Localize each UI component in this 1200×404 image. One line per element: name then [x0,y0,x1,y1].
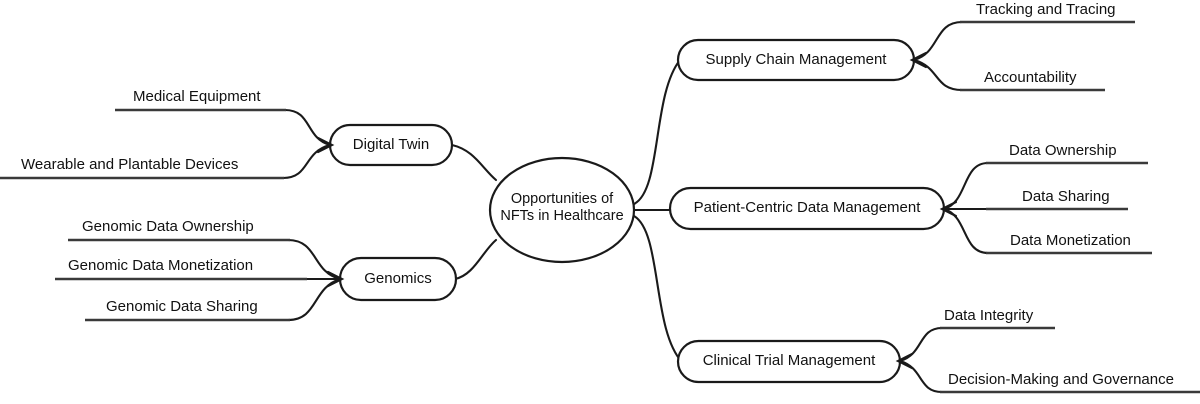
root-node-shape[interactable] [488,156,636,264]
edge-supply-chain-tracking [912,20,964,62]
leaf-decision-making-and-governance[interactable]: Decision-Making and Governance [948,371,1174,388]
node-supply-chain-shape[interactable] [676,38,916,82]
node-clinical-trial-shape[interactable] [676,339,902,384]
edge-clinical-trial-data-integrity [898,326,944,363]
leaf-genomic-data-sharing[interactable]: Genomic Data Sharing [106,298,258,315]
edge-genomics-data-ownership [286,238,342,281]
leaf-data-ownership[interactable]: Data Ownership [1009,142,1117,159]
edge-clinical-trial-decision-making [898,359,944,394]
leaf-data-monetization[interactable]: Data Monetization [1010,232,1131,249]
arrowhead-clinical-trial [895,352,914,370]
edge-root-to-supply-chain [632,58,682,206]
leaf-data-sharing[interactable]: Data Sharing [1022,188,1110,205]
leaf-data-integrity[interactable]: Data Integrity [944,307,1034,324]
edge-genomics-data-sharing [286,277,342,322]
node-digital-twin-shape[interactable] [328,123,454,167]
edge-root-to-digital-twin [450,143,498,182]
leaf-wearable-plantable-devices[interactable]: Wearable and Plantable Devices [21,156,239,173]
leaf-medical-equipment[interactable]: Medical Equipment [133,88,261,105]
edge-digital-twin-medical-equipment [283,108,332,147]
edge-root-to-clinical-trial [632,214,684,364]
arrowhead-genomics [326,270,345,288]
leaf-accountability[interactable]: Accountability [984,69,1077,86]
node-patient-centric-shape[interactable] [668,186,946,231]
node-genomics-shape[interactable] [338,256,458,302]
edge-digital-twin-wearable [281,143,332,180]
edge-patient-centric-data-ownership [942,161,990,211]
edge-root-to-genomics [453,238,498,281]
leaf-genomic-data-ownership[interactable]: Genomic Data Ownership [82,218,254,235]
edge-supply-chain-accountability [912,58,964,92]
leaf-genomic-data-monetization[interactable]: Genomic Data Monetization [68,257,254,274]
edge-patient-centric-data-monetization [942,207,990,255]
leaf-tracking-and-tracing[interactable]: Tracking and Tracing [976,1,1116,18]
arrowhead-supply-chain [909,51,928,69]
arrowhead-digital-twin [316,136,335,154]
